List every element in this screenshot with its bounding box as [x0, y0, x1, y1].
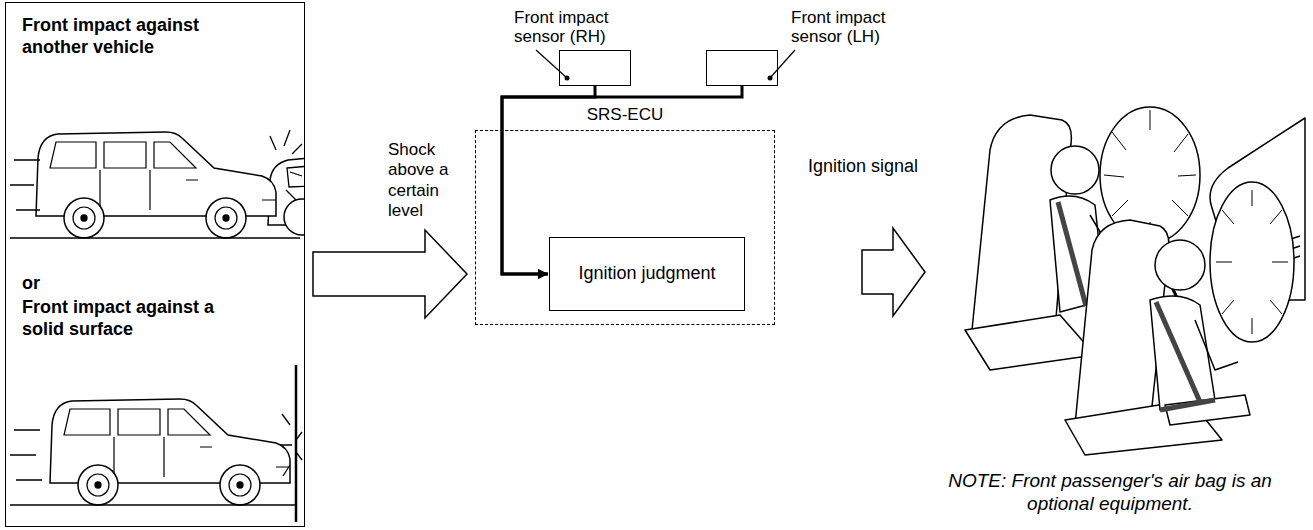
- impact-burst: [270, 130, 302, 200]
- passenger-body: [1150, 296, 1215, 410]
- node-label: Front impact sensor (LH): [791, 8, 911, 47]
- vehicle-collision-illustration: [10, 130, 320, 522]
- car-figure: [36, 132, 276, 238]
- leader-lines: [536, 50, 567, 78]
- scenario-text: Front impact against a solid surface: [22, 297, 234, 340]
- seat-belt: [1156, 302, 1215, 410]
- ignition-signal-arrow: [862, 228, 925, 316]
- car-figure: [50, 399, 290, 505]
- driver-seat: [965, 315, 1095, 370]
- note-text: NOTE: Front passenger's air bag is an op…: [930, 470, 1290, 516]
- seat-belt: [1058, 202, 1086, 306]
- airbag-fold-lines: [1216, 190, 1288, 334]
- leader-lines: [768, 76, 773, 81]
- other-vehicle: [284, 199, 304, 235]
- leader-lines: [536, 50, 795, 81]
- block-arrow: [313, 230, 467, 318]
- scenario-text: or: [22, 273, 40, 295]
- passenger-head: [1155, 240, 1205, 290]
- sensor-box: Front impact sensor (RH): [559, 50, 631, 86]
- sensor-box: Front impact sensor (LH): [706, 50, 778, 86]
- leader-lines: [770, 50, 795, 78]
- motion-lines: [10, 160, 40, 210]
- ground-line: [10, 504, 296, 505]
- motion-lines: [10, 430, 42, 480]
- ecu-boundary: SRS-ECUIgnition judgment: [475, 130, 775, 325]
- signal-label: Ignition signal: [808, 156, 918, 178]
- scenario-panel: Front impact against another vehicle orFr…: [5, 2, 305, 527]
- airbag-fold-lines: [1104, 110, 1196, 240]
- passenger-airbag: [1210, 182, 1294, 342]
- node-label: SRS-ECU: [476, 105, 774, 125]
- leader-lines: [565, 76, 570, 81]
- edge-label: Shock above a certain level: [388, 140, 464, 222]
- ignition-signal-arrow: [862, 228, 925, 316]
- occupant-airbag-illustration: [965, 107, 1305, 455]
- ground-line: [10, 237, 300, 238]
- node-label: Ignition judgment: [578, 263, 715, 285]
- node-label: Front impact sensor (RH): [514, 8, 634, 47]
- wall: [295, 365, 298, 522]
- scenario-text: Front impact against another vehicle: [22, 15, 234, 58]
- impact-burst: [280, 414, 302, 476]
- process-box: Ignition judgment: [549, 237, 745, 311]
- driver-head: [1051, 146, 1099, 194]
